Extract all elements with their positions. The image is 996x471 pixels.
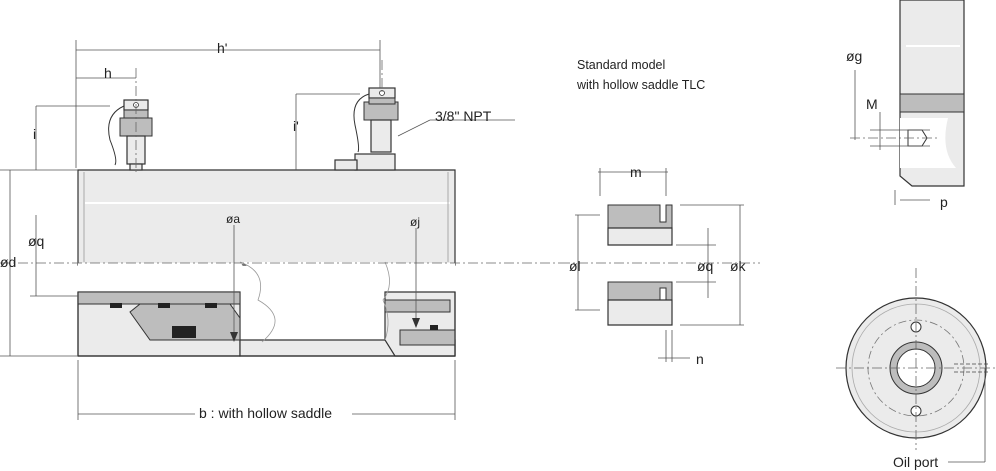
dim-b-hollow-saddle: b : with hollow saddle: [199, 405, 332, 421]
dim-ol: øl: [569, 258, 581, 274]
coupler-fitting-2: [334, 87, 399, 171]
dim-p: p: [940, 194, 948, 210]
dim-oq-saddle: øq: [697, 258, 713, 274]
dim-h-prime: h': [217, 40, 227, 56]
dim-oj: øj: [410, 215, 420, 229]
coupler-fitting-1: [108, 99, 153, 171]
dim-i: i: [33, 126, 36, 142]
cylinder-side-view: [77, 169, 456, 357]
dim-ok: øk: [730, 258, 747, 274]
detail-partial-view: [850, 0, 965, 205]
dimension-lines-main: [0, 40, 515, 420]
dim-od: ød: [0, 254, 16, 270]
npt-port-label: 3/8" NPT: [435, 108, 492, 124]
oil-port-label: Oil port: [893, 454, 938, 470]
dim-m: m: [630, 164, 642, 180]
model-note-line1: Standard model: [577, 58, 665, 72]
dim-oq-left: øq: [28, 233, 44, 249]
dim-n: n: [696, 351, 704, 367]
dim-h: h: [104, 65, 112, 81]
dim-og: øg: [846, 48, 862, 64]
end-view: [836, 268, 996, 463]
dim-M: M: [866, 96, 878, 112]
model-note-line2: with hollow saddle TLC: [576, 78, 705, 92]
dim-oa: øa: [226, 212, 240, 226]
dim-i-prime: i': [293, 118, 299, 134]
hollow-saddle-view: [575, 168, 744, 362]
